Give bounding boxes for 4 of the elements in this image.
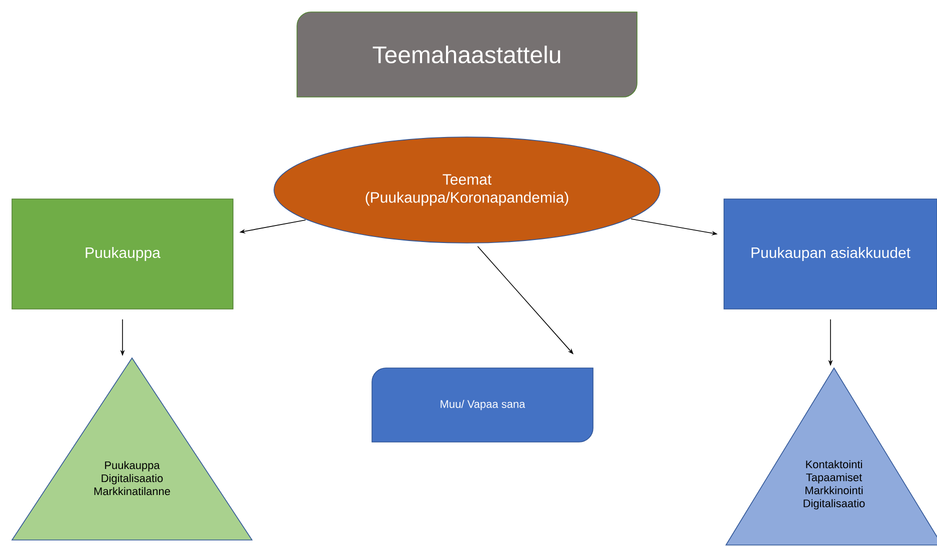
category-box: Puukauppa xyxy=(12,198,234,310)
category-box: Puukaupan asiakkuudet xyxy=(724,198,937,310)
category-box: Muu/ Vapaa sana xyxy=(372,368,594,442)
title-box: Teemahaastattelu xyxy=(296,12,638,98)
